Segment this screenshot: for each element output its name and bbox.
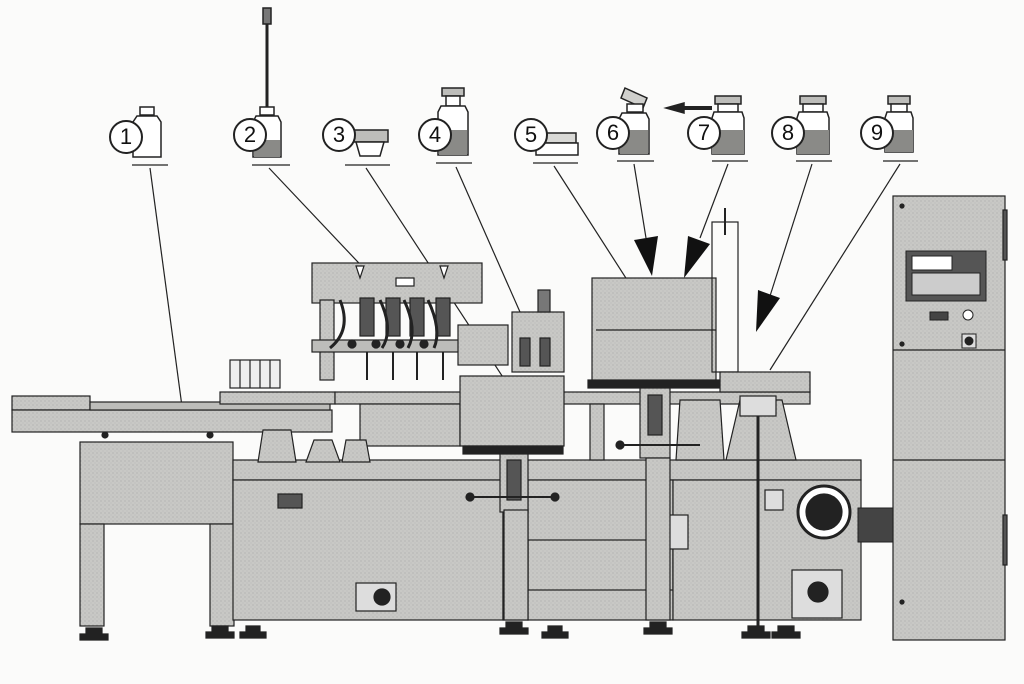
crimping-outfeed <box>719 371 811 639</box>
screw-column-left <box>465 453 569 639</box>
capped-vial-icon <box>796 95 830 155</box>
aluminium-cap-icon <box>535 132 579 156</box>
infeed-conveyor <box>11 391 336 439</box>
callout-4: 4 <box>418 118 452 152</box>
callout-3: 3 <box>322 118 356 152</box>
infeed-table <box>79 441 267 641</box>
filling-station <box>311 262 483 381</box>
cable-duct <box>857 507 895 543</box>
callout-6: 6 <box>596 116 630 150</box>
stoppering-station <box>457 289 565 455</box>
callout-underlines <box>132 160 918 166</box>
callout-9: 9 <box>860 116 894 150</box>
vial-tray <box>229 359 281 389</box>
finished-vial-icon <box>884 95 914 153</box>
leader-arrowheads <box>634 236 780 332</box>
leader-lines <box>149 163 901 415</box>
main-cabinet <box>232 459 862 621</box>
callout-7: 7 <box>687 116 721 150</box>
operator-panel <box>905 250 987 349</box>
capping-station <box>587 208 739 635</box>
callout-5: 5 <box>514 118 548 152</box>
callout-1: 1 <box>109 120 143 154</box>
callout-2: 2 <box>233 118 267 152</box>
rubber-stopper-icon <box>351 129 389 157</box>
callout-8: 8 <box>771 116 805 150</box>
